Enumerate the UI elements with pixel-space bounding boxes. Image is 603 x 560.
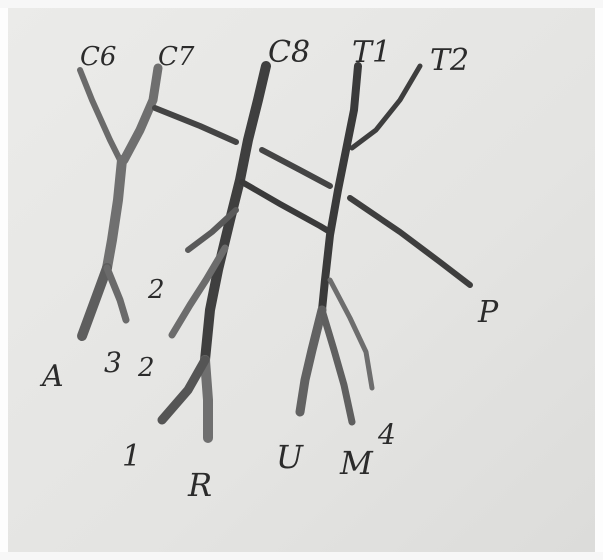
nerve-c7 <box>119 63 163 165</box>
branch-r <box>200 355 213 443</box>
label-2-lower: 2 <box>137 353 155 383</box>
branch-4 <box>327 277 375 391</box>
branch-a <box>77 263 112 341</box>
branch-3 <box>103 264 130 324</box>
nerve-c6 <box>77 67 123 163</box>
c7-posterior-c <box>347 195 473 288</box>
label-c6: C6 <box>80 42 116 72</box>
c7-posterior-b <box>259 147 333 189</box>
branch-2-lower <box>168 244 229 339</box>
bottom-margin <box>0 552 603 560</box>
label-p: P <box>477 295 499 330</box>
label-u: U <box>276 438 304 476</box>
top-margin <box>0 0 603 8</box>
branch-1 <box>157 355 210 425</box>
label-3: 3 <box>104 346 122 379</box>
label-2-upper: 2 <box>147 275 165 305</box>
label-1: 1 <box>122 439 141 474</box>
label-c8: C8 <box>268 35 310 70</box>
nerve-t1 <box>318 62 362 314</box>
branch-u <box>295 305 327 417</box>
nerve-t2 <box>349 63 423 151</box>
label-4: 4 <box>377 418 396 451</box>
c7-posterior-a <box>152 105 239 145</box>
label-c7: C7 <box>158 42 195 72</box>
c8-cross <box>239 179 333 235</box>
label-a: A <box>39 359 64 394</box>
branch-m <box>318 306 356 426</box>
label-m: M <box>339 444 374 482</box>
label-t2: T2 <box>430 43 469 78</box>
nerve-c8 <box>200 61 271 365</box>
branch-2-upper <box>185 207 239 253</box>
label-t1: T1 <box>352 35 391 70</box>
label-r: R <box>187 466 212 504</box>
trunk-upper <box>102 155 127 273</box>
